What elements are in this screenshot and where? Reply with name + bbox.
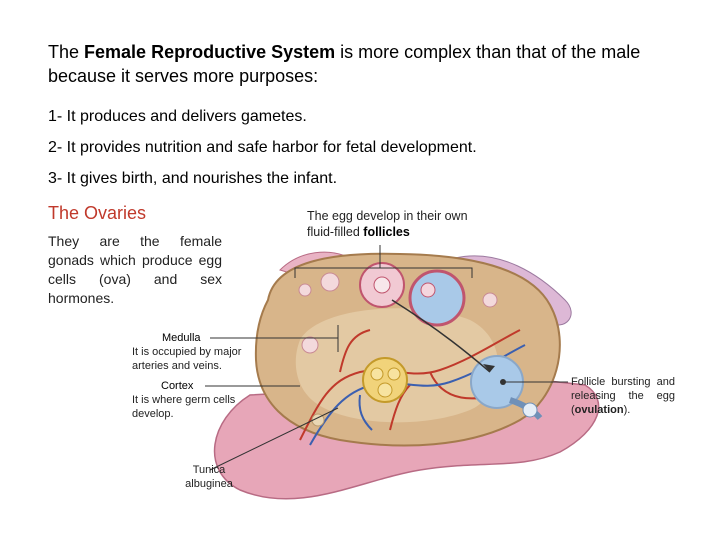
follicle-bursting-label: Follicle bursting and releasing the egg … — [571, 375, 675, 417]
follicle-bursting-dot — [500, 379, 506, 385]
cortex-name: Cortex — [161, 380, 194, 392]
corpus-luteum — [311, 357, 408, 427]
ovaries-heading: The Ovaries — [48, 203, 147, 223]
egg-caption: The egg develop in their own fluid-fille… — [307, 208, 482, 240]
egg-path-arrow — [391, 299, 491, 373]
tunica-label: Tunica albuginea — [185, 464, 233, 490]
intro-paragraph: The Female Reproductive System is more c… — [48, 40, 688, 88]
follicle-bursting-after: ). — [623, 404, 631, 416]
egg-caption-bold: follicles — [363, 225, 410, 239]
tunica-leader — [209, 407, 339, 471]
medulla-label: Medulla It is occupied by major arteries… — [132, 331, 258, 373]
point-3: 3- It gives birth, and nourishes the inf… — [48, 170, 338, 187]
intro-text-after: is more complex than that of the male be… — [48, 42, 641, 86]
follicles — [298, 262, 498, 354]
intro-text-before: The — [48, 42, 85, 62]
ovulation-term: ovulation — [574, 404, 624, 416]
intro-bold-term: Female Reproductive System — [84, 42, 336, 62]
cortex-description: It is where germ cells develop. — [132, 394, 236, 420]
point-1: 1- It produces and delivers gametes. — [48, 108, 307, 125]
medulla-name: Medulla — [162, 332, 201, 344]
point-2: 2- It provides nutrition and safe harbor… — [48, 139, 477, 156]
egg-caption-text: The egg develop in their own fluid-fille… — [307, 209, 468, 239]
medulla-description: It is occupied by major arteries and vei… — [132, 346, 242, 372]
medulla-bracket — [328, 325, 339, 352]
egg-path-arrowhead — [483, 364, 495, 372]
ovaries-description: They are the female gonads which produce… — [48, 233, 222, 306]
follicle-bursting-text: Follicle bursting and releasing the egg … — [571, 376, 675, 416]
cortex-label: Cortex It is where germ cells develop. — [132, 379, 252, 421]
follicles-bracket — [294, 267, 473, 278]
